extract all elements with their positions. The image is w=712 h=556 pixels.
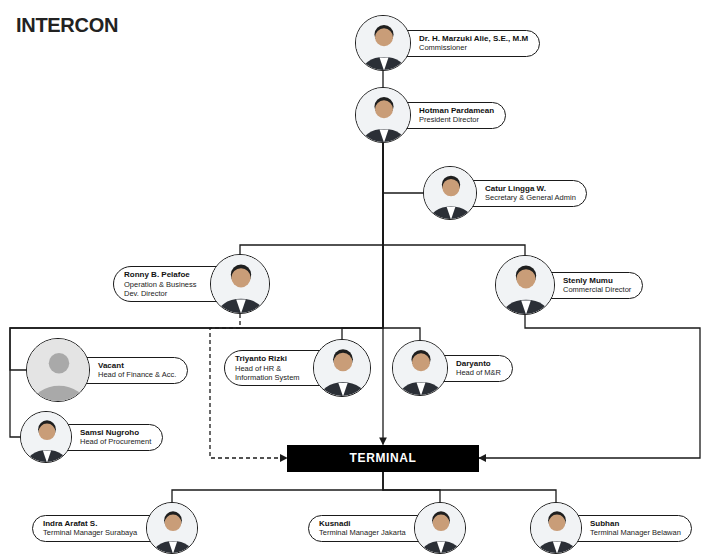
person-silhouette [496, 256, 555, 315]
person-name: Daryanto [456, 359, 501, 369]
person-card: Hotman PardameanPresident Director [355, 87, 506, 143]
text-block: Catur Lingga W.Secretary & General Admin [485, 184, 576, 203]
job-title: Head of Finance & Acc. [98, 370, 176, 379]
person-name: Catur Lingga W. [485, 184, 576, 194]
job-title: Operation & Business Dev. Director [124, 280, 202, 298]
photo-circle [210, 254, 270, 314]
person-card: Triyanto RizkiHead of HR & Information S… [224, 339, 371, 397]
person-card: DaryantoHead of M&R [392, 340, 513, 396]
person-silhouette [21, 412, 72, 463]
person-card: Dr. H. Marzuki Alie, S.E., M.MCommission… [355, 15, 540, 71]
person-silhouette [211, 255, 270, 314]
org-connector [382, 143, 383, 445]
org-connector [342, 143, 383, 339]
company-logo: INTERCON [16, 14, 118, 37]
text-block: Triyanto RizkiHead of HR & Information S… [235, 354, 305, 382]
person-name: Stenly Mumu [563, 276, 631, 286]
org-connector [479, 315, 700, 458]
job-title: Head of HR & Information System [235, 364, 305, 382]
job-title: Secretary & General Admin [485, 193, 576, 202]
photo-circle [355, 15, 411, 71]
person-silhouette [393, 341, 448, 396]
person-silhouette [424, 167, 477, 220]
person-silhouette [27, 339, 90, 402]
person-card: SubhanTerminal Manager Belawan [530, 502, 692, 554]
person-card: Stenly MumuCommercial Director [495, 255, 643, 315]
text-block: Dr. H. Marzuki Alie, S.E., M.MCommission… [419, 34, 528, 53]
person-card: Ronny B. PelafoeOperation & Business Dev… [113, 254, 270, 314]
job-title: Head of M&R [456, 368, 501, 377]
text-block: Samsi NugrohoHead of Procurement [80, 428, 151, 447]
job-title: Head of Procurement [80, 437, 151, 446]
terminal-box: TERMINAL [287, 445, 479, 472]
org-connector [383, 472, 440, 503]
job-title: Terminal Manager Jakarta [319, 528, 406, 537]
person-silhouette [147, 503, 198, 554]
photo-circle [423, 166, 477, 220]
photo-circle [495, 255, 555, 315]
text-block: Indra Arafat S.Terminal Manager Surabaya [43, 519, 137, 538]
job-title: President Director [419, 115, 494, 124]
person-card: VacantHead of Finance & Acc. [26, 338, 188, 402]
org-connector [240, 143, 383, 254]
job-title: Terminal Manager Surabaya [43, 528, 137, 537]
person-silhouette [356, 88, 411, 143]
job-title: Commercial Director [563, 285, 631, 294]
photo-circle [530, 502, 582, 554]
org-connector [10, 143, 383, 370]
person-card: Catur Lingga W.Secretary & General Admin [423, 166, 587, 220]
photo-circle [355, 87, 411, 143]
text-block: SubhanTerminal Manager Belawan [590, 519, 681, 538]
dashed-connector [210, 314, 287, 458]
photo-circle [414, 502, 466, 554]
job-title: Commissioner [419, 43, 528, 52]
org-connector [383, 472, 556, 503]
job-title: Terminal Manager Belawan [590, 528, 681, 537]
person-silhouette [415, 503, 466, 554]
text-block: DaryantoHead of M&R [456, 359, 501, 378]
text-block: KusnadiTerminal Manager Jakarta [319, 519, 406, 538]
terminal-title: TERMINAL [350, 451, 417, 465]
person-name: Kusnadi [319, 519, 406, 529]
person-silhouette [314, 340, 371, 397]
photo-circle [146, 502, 198, 554]
person-name: Vacant [98, 361, 176, 371]
org-connector [383, 143, 420, 340]
person-silhouette [531, 503, 582, 554]
person-card: KusnadiTerminal Manager Jakarta [308, 502, 466, 554]
org-connector [172, 472, 383, 503]
person-card: Indra Arafat S.Terminal Manager Surabaya [32, 502, 198, 554]
photo-circle [20, 411, 72, 463]
text-block: Hotman PardameanPresident Director [419, 106, 494, 125]
person-name: Samsi Nugroho [80, 428, 151, 438]
person-name: Ronny B. Pelafoe [124, 270, 202, 280]
photo-circle [392, 340, 448, 396]
text-block: VacantHead of Finance & Acc. [98, 361, 176, 380]
person-name: Dr. H. Marzuki Alie, S.E., M.M [419, 34, 528, 44]
person-name: Subhan [590, 519, 681, 529]
text-block: Stenly MumuCommercial Director [563, 276, 631, 295]
photo-circle [26, 338, 90, 402]
org-connector [10, 143, 383, 437]
person-name: Hotman Pardamean [419, 106, 494, 116]
photo-circle [313, 339, 371, 397]
org-connector [383, 143, 423, 193]
text-block: Ronny B. PelafoeOperation & Business Dev… [124, 270, 202, 298]
person-card: Samsi NugrohoHead of Procurement [20, 411, 163, 463]
person-silhouette [356, 16, 411, 71]
person-name: Indra Arafat S. [43, 519, 137, 529]
person-name: Triyanto Rizki [235, 354, 305, 364]
org-connector [382, 71, 383, 87]
